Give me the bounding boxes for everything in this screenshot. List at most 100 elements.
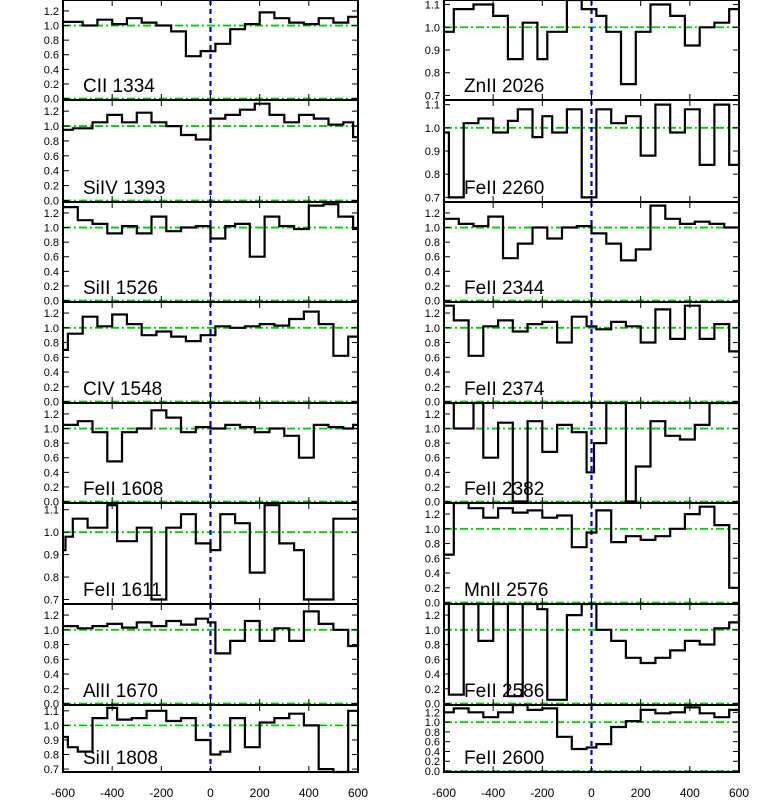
y-tick-label: 1.2 [44,6,59,18]
y-tick-label: 1.0 [425,323,440,335]
y-tick-label: 0.4 [44,367,59,379]
y-tick-label: 1.0 [44,625,59,637]
x-tick-label: 0 [207,786,214,800]
y-tick-label: 0.4 [425,467,440,479]
y-tick-label: 0.8 [425,727,440,739]
y-tick-label: 1.0 [44,223,59,235]
panel-label: AlII 1670 [83,681,158,702]
panel-label: ZnII 2026 [464,76,544,97]
panel-label: MnII 2576 [464,580,549,601]
y-tick-label: 1.2 [44,409,59,421]
y-tick-label: 0.0 [44,397,59,409]
y-tick-label: 0.2 [44,482,59,494]
y-tick-label: 0.6 [44,50,59,62]
panel-label: FeII 2586 [464,681,544,702]
y-tick-label: 0.4 [425,568,440,580]
y-tick-label: 0.7 [44,595,59,607]
y-tick-label: 1.0 [425,524,440,536]
x-tick-label: 600 [729,786,749,800]
panel-label: FeII 2382 [464,479,544,500]
y-tick-label: 0.4 [425,367,440,379]
y-tick-label: 0.2 [425,382,440,394]
y-tick-label: 0.8 [44,136,59,148]
y-tick-label: 0.6 [425,453,440,465]
x-tick-label: 400 [680,786,700,800]
y-tick-label: 1.2 [425,308,440,320]
y-tick-label: 0.2 [44,281,59,293]
x-tick-label: -400 [481,786,505,800]
y-tick-label: 1.2 [425,610,440,622]
y-tick-label: 0.8 [44,237,59,249]
x-tick-label: 200 [631,786,651,800]
y-tick-label: 0.6 [44,654,59,666]
y-tick-label: 0.8 [44,338,59,350]
panel-label: FeII 1608 [83,479,163,500]
y-tick-label: 1.0 [425,625,440,637]
x-tick-label: -200 [149,786,173,800]
y-tick-label: 1.1 [425,0,440,12]
spectrum-line [444,501,739,589]
y-tick-label: 1.0 [44,121,59,133]
panel-label: FeII 2374 [464,379,545,400]
y-tick-label: 0.9 [425,45,440,57]
spectrum-line [63,610,360,655]
y-tick-label: 0.2 [425,684,440,696]
panel-label: FeII 2600 [464,748,544,769]
y-tick-label: 0.8 [425,237,440,249]
y-tick-label: 0.6 [44,151,59,163]
y-tick-label: 0.7 [425,90,440,102]
y-tick-label: 0.2 [425,756,440,768]
y-tick-label: 0.7 [425,192,440,204]
spectrum-line [63,706,358,774]
y-tick-label: 0.6 [425,654,440,666]
y-tick-label: 0.8 [44,750,59,762]
y-tick-label: 0.8 [425,640,440,652]
panel-label: CII 1334 [83,76,155,97]
y-tick-label: 1.0 [425,22,440,34]
y-tick-label: 0.8 [425,438,440,450]
y-tick-label: 0.0 [44,699,59,711]
y-tick-label: 0.4 [425,669,440,681]
spectrum-line [444,401,739,503]
spectrum-line [63,504,358,601]
y-tick-label: 1.2 [44,610,59,622]
y-tick-label: 0.2 [44,684,59,696]
panel-label: SiIV 1393 [83,178,165,199]
y-tick-label: 0.0 [425,598,440,610]
panel-label: SiII 1526 [83,278,158,299]
x-tick-label: 400 [299,786,319,800]
y-tick-label: 1.2 [425,208,440,220]
y-tick-label: 0.2 [425,281,440,293]
y-tick-label: 0.0 [44,296,59,308]
x-tick-label: -400 [100,786,124,800]
y-tick-label: 1.0 [44,720,59,732]
y-tick-label: 0.4 [44,64,59,76]
y-tick-label: 0.0 [44,196,59,208]
x-tick-label: 200 [250,786,270,800]
x-tick-label: -600 [432,786,456,800]
y-tick-label: 1.2 [44,106,59,118]
y-tick-label: 0.8 [44,572,59,584]
spectrum-line [63,203,358,258]
panel-label: SiII 1808 [83,748,158,769]
y-tick-label: 0.6 [44,352,59,364]
y-tick-label: 1.0 [425,223,440,235]
y-tick-label: 0.2 [44,382,59,394]
spectrum-line [444,204,739,262]
spectrum-line [63,409,358,463]
y-tick-label: 1.1 [44,706,59,718]
panel-label: CIV 1548 [83,379,162,400]
y-tick-label: 0.8 [44,35,59,47]
y-tick-label: 0.6 [425,553,440,565]
